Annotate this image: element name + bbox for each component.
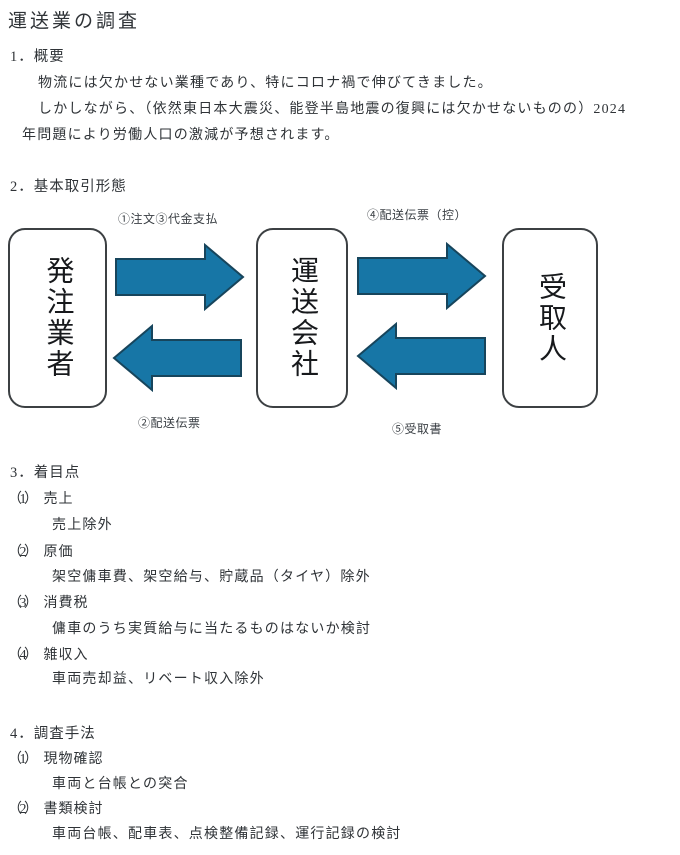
- section3-item-3-detail: 傭車のうち実質給与に当たるものはないか検討: [52, 622, 372, 637]
- arrow-label-delivery-slip-copy: ④配送伝票（控）: [367, 208, 468, 222]
- arrow-label-order-payment: ①注文③代金支払: [118, 212, 219, 226]
- section3-item-2: （2） 原価: [8, 541, 74, 561]
- section4-item-1: （1） 現物確認: [8, 748, 104, 768]
- arrow-label-receipt: ⑤受取書: [392, 422, 443, 436]
- item-number: （2）: [8, 802, 38, 817]
- arrow-left-receipt-icon: [356, 322, 486, 390]
- item-title: 消費税: [43, 596, 89, 611]
- box-orderer: 発注業者: [8, 228, 107, 408]
- arrow-label-delivery-slip: ②配送伝票: [138, 416, 201, 430]
- arrow-left-delivery-slip-icon: [112, 324, 242, 392]
- section4-heading: 4．調査手法: [10, 726, 96, 742]
- section3-item-2-detail: 架空傭車費、架空給与、貯蔵品（タイヤ）除外: [52, 570, 371, 585]
- arrow-right-delivery-slip-copy-icon: [357, 242, 487, 310]
- section4-item-1-detail: 車両と台帳との突合: [52, 777, 189, 792]
- item-number: （4）: [8, 648, 38, 663]
- section4-item-2: （2） 書類検討: [8, 798, 104, 818]
- item-title: 書類検討: [43, 802, 104, 817]
- item-title: 売上: [43, 492, 74, 507]
- box-carrier-label: 運送会社: [287, 256, 318, 380]
- item-number: （2）: [8, 545, 38, 560]
- page-title: 運送業の調査: [8, 11, 141, 32]
- section3-item-4-detail: 車両売却益、リベート収入除外: [52, 672, 265, 687]
- box-orderer-label: 発注業者: [42, 256, 74, 380]
- arrow-right-order-payment-icon: [115, 243, 245, 311]
- section1-line1: 物流には欠かせない業種であり、特にコロナ禍で伸びてきました。: [38, 76, 493, 91]
- section3-item-4: （4） 雑収入: [8, 644, 89, 664]
- item-title: 雑収入: [43, 648, 89, 663]
- section3-heading: 3．着目点: [10, 465, 81, 481]
- box-recipient: 受取人: [502, 228, 598, 408]
- section1-heading: 1．概要: [10, 49, 65, 65]
- section1-line2: しかしながら、（依然東日本大震災、能登半島地震の復興には欠かせないものの）202…: [38, 102, 627, 117]
- item-title: 現物確認: [43, 752, 104, 767]
- section1-line3: 年問題により労働人口の激減が予想されます。: [22, 128, 340, 143]
- section3-item-1: （1） 売上: [8, 488, 74, 508]
- box-recipient-label: 受取人: [535, 271, 566, 365]
- item-number: （1）: [8, 492, 38, 507]
- item-number: （3）: [8, 596, 38, 611]
- section3-item-3: （3） 消費税: [8, 592, 89, 612]
- box-carrier: 運送会社: [256, 228, 348, 408]
- section2-heading: 2．基本取引形態: [10, 179, 127, 195]
- section3-item-1-detail: 売上除外: [52, 518, 113, 533]
- item-number: （1）: [8, 752, 38, 767]
- item-title: 原価: [43, 545, 74, 560]
- section4-item-2-detail: 車両台帳、配車表、点検整備記録、運行記録の検討: [52, 827, 402, 842]
